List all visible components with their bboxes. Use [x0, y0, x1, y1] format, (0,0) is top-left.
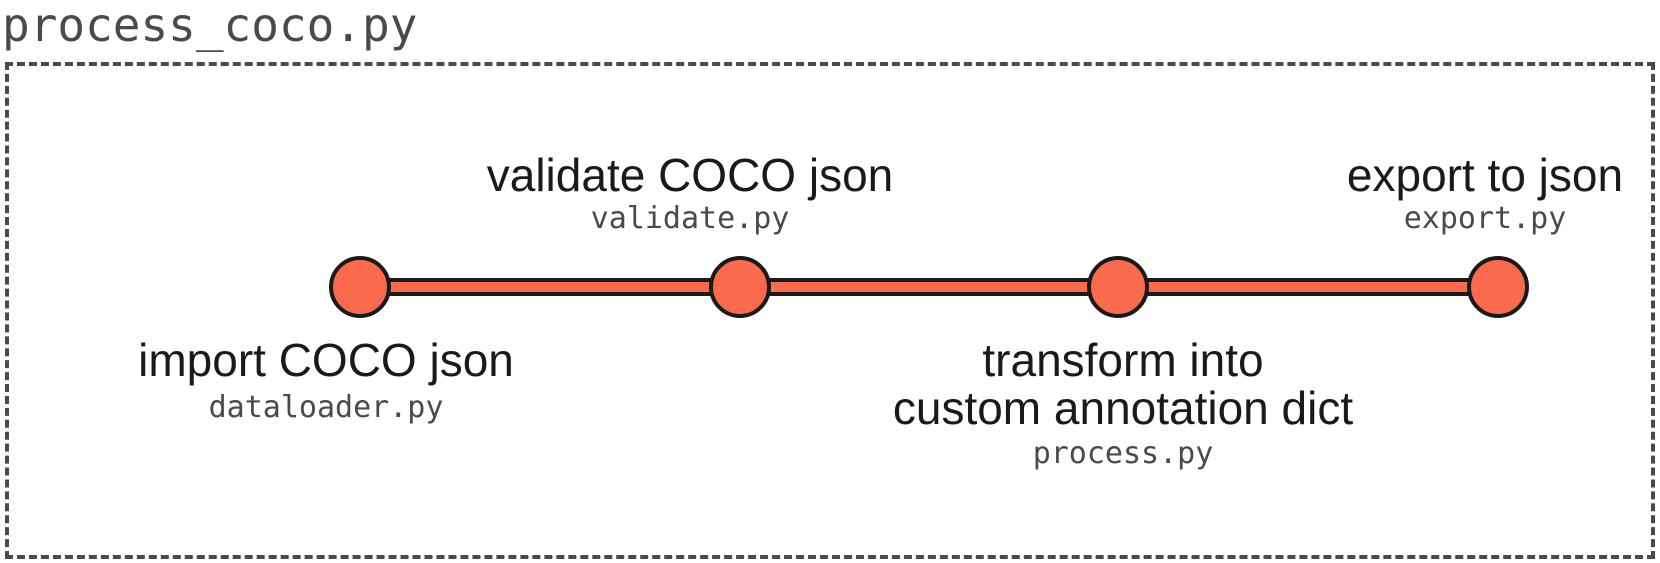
- node-export: [1467, 256, 1529, 318]
- node-transform: [1087, 256, 1149, 318]
- step-export-label: export to json: [1346, 149, 1624, 201]
- step-import-file: dataloader.py: [208, 390, 444, 425]
- node-validate: [709, 256, 771, 318]
- step-validate-label: validate COCO json: [486, 149, 894, 201]
- step-export: export to json export.py: [1320, 151, 1650, 239]
- step-import-label: import COCO json: [138, 334, 514, 386]
- step-export-file: export.py: [1403, 201, 1567, 236]
- step-import: import COCO json dataloader.py: [126, 336, 526, 428]
- node-import: [329, 256, 391, 318]
- script-title: process_coco.py: [2, 0, 418, 52]
- step-transform-file: process.py: [1032, 436, 1214, 471]
- script-boundary: [5, 62, 1655, 559]
- step-transform: transform into custom annotation dict pr…: [868, 336, 1378, 474]
- step-validate: validate COCO json validate.py: [470, 151, 910, 239]
- step-validate-file: validate.py: [590, 201, 790, 236]
- step-transform-label-line-2: custom annotation dict: [892, 382, 1354, 434]
- step-transform-label-line-1: transform into: [982, 334, 1264, 386]
